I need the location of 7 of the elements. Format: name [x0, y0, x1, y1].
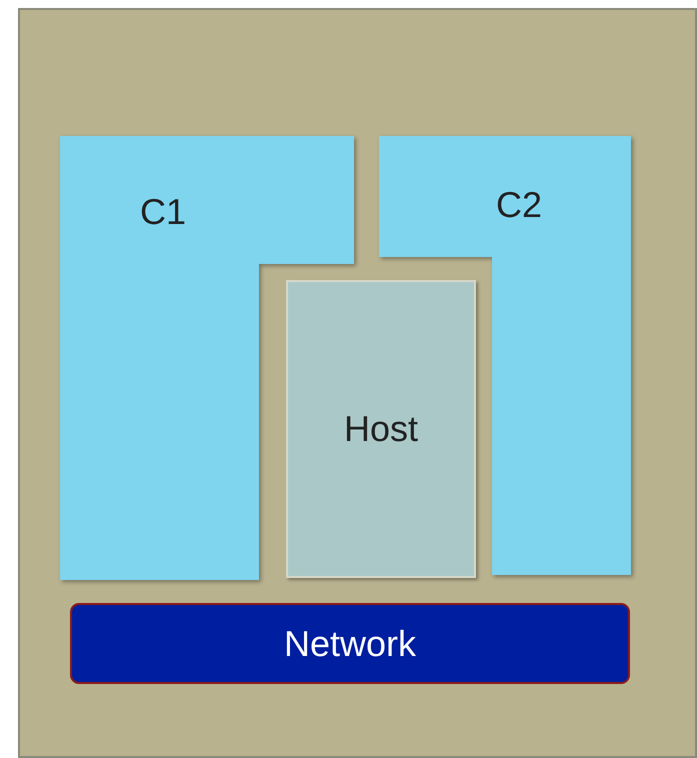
node-label: Host — [344, 408, 418, 450]
host-box — [286, 280, 476, 578]
node-label: Network — [284, 622, 416, 664]
enclosure-box — [18, 8, 697, 758]
network-bar — [70, 603, 630, 684]
node-label: C2 — [496, 184, 542, 226]
node-label: C1 — [140, 191, 186, 233]
